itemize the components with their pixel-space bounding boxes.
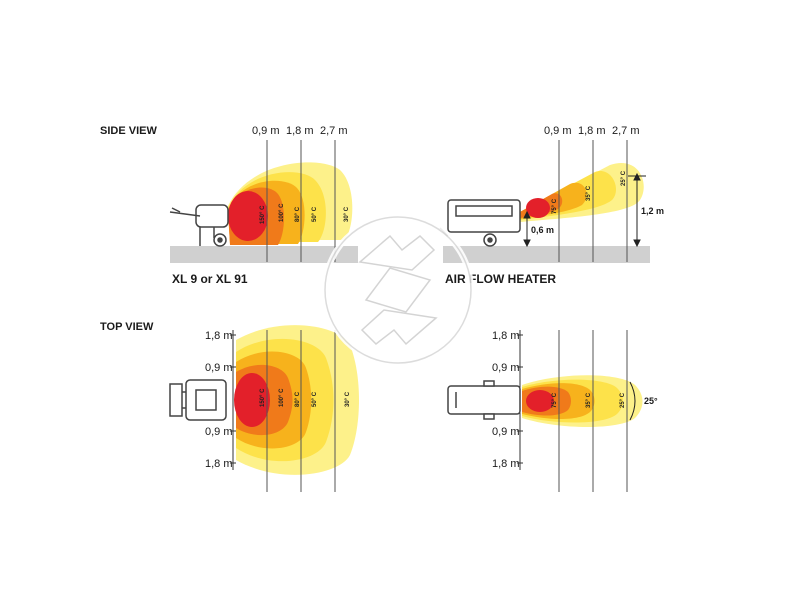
right-height-arrows xyxy=(523,172,646,248)
lateral-label-1: 1,8 m xyxy=(492,330,520,342)
left-side-heat-zones xyxy=(228,162,353,245)
left-side-distance-3: 2,7 m xyxy=(320,125,348,137)
distance-lines xyxy=(266,140,628,492)
temp-label-100: 100° C xyxy=(279,388,285,407)
heat-zone-red xyxy=(228,191,268,241)
temp-label-150: 150° C xyxy=(260,205,266,224)
right-side-temp-labels: 75° C 35° C 25° C xyxy=(552,170,627,214)
temp-label-50: 50° C xyxy=(312,391,318,407)
left-top-temp-labels: 150° C 100° C 80° C 50° C 30° C xyxy=(260,388,351,407)
left-lateral-labels: 1,8 m 0,9 m 0,9 m 1,8 m xyxy=(205,330,233,470)
lateral-label-2: 0,9 m xyxy=(205,362,233,374)
right-ground xyxy=(443,246,650,263)
left-lateral-ticks xyxy=(230,330,236,470)
lateral-label-3: 0,9 m xyxy=(205,426,233,438)
lateral-label-4: 1,8 m xyxy=(205,458,233,470)
right-top-temp-labels: 75° C 35° C 25° C xyxy=(552,392,626,408)
temp-label-50: 50° C xyxy=(312,206,318,222)
temp-label-35: 35° C xyxy=(586,392,592,408)
temp-label-150: 150° C xyxy=(260,388,266,407)
height-high-label: 1,2 m xyxy=(641,206,664,216)
temp-label-100: 100° C xyxy=(279,203,285,222)
spread-angle-arc xyxy=(629,381,636,421)
heat-zone-red xyxy=(234,373,270,427)
temp-label-25: 25° C xyxy=(621,170,627,186)
right-heater-side-icon xyxy=(439,199,521,247)
temp-label-25: 25° C xyxy=(620,392,626,408)
temp-label-35: 35° C xyxy=(586,185,592,201)
left-heater-top-icon xyxy=(169,379,227,421)
heat-zone-red xyxy=(526,390,554,412)
spread-angle-label: 25° xyxy=(644,396,658,406)
right-lateral-labels: 1,8 m 0,9 m 0,9 m 1,8 m xyxy=(492,330,520,470)
right-heater-caption: AIR FLOW HEATER xyxy=(445,272,556,286)
lateral-label-2: 0,9 m xyxy=(492,362,520,374)
side-view-title: SIDE VIEW xyxy=(100,125,157,137)
temp-label-30: 30° C xyxy=(345,391,351,407)
top-view-title: TOP VIEW xyxy=(100,321,154,333)
right-top-heat-zones xyxy=(522,375,643,427)
lateral-label-1: 1,8 m xyxy=(205,330,233,342)
left-heater-side-icon xyxy=(169,204,229,247)
left-side-temp-labels: 150° C 100° C 80° C 50° C 30° C xyxy=(260,203,350,224)
left-side-distance-1: 0,9 m xyxy=(252,125,280,137)
heat-zone-red xyxy=(526,198,550,218)
temp-label-75: 75° C xyxy=(552,198,558,214)
lateral-label-4: 1,8 m xyxy=(492,458,520,470)
temp-label-80: 80° C xyxy=(295,206,301,222)
temp-label-75: 75° C xyxy=(552,392,558,408)
height-low-label: 0,6 m xyxy=(531,225,554,235)
lateral-label-3: 0,9 m xyxy=(492,426,520,438)
left-side-distance-2: 1,8 m xyxy=(286,125,314,137)
temp-label-80: 80° C xyxy=(295,391,301,407)
left-heater-caption: XL 9 or XL 91 xyxy=(172,272,248,286)
right-side-distance-3: 2,7 m xyxy=(612,125,640,137)
watermark-logo xyxy=(322,214,474,366)
right-side-distance-2: 1,8 m xyxy=(578,125,606,137)
right-side-heat-zones xyxy=(520,163,644,222)
left-ground xyxy=(170,246,358,263)
temp-label-30: 30° C xyxy=(344,206,350,222)
right-side-distance-1: 0,9 m xyxy=(544,125,572,137)
right-heater-top-icon xyxy=(447,380,521,420)
